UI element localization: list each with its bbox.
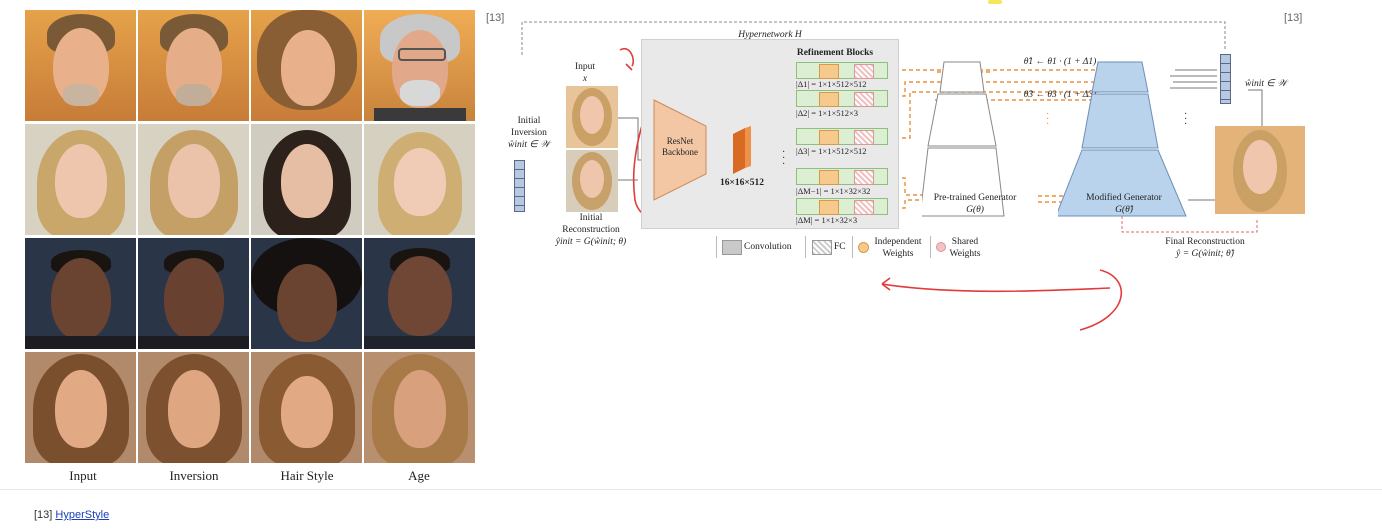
delta-2-label: |Δ2| = 1×1×512×3 [796,108,859,118]
face-r2-inversion [138,124,249,235]
legend-independent-swatch [858,242,869,253]
column-label-input: Input [69,468,97,483]
delta-3-label: |Δ3| = 1×1×512×512 [796,146,867,156]
backbone-label: ResNet Backbone [662,136,698,157]
legend-divider-4 [930,236,931,258]
delta-1-label: |Δ1| = 1×1×512×512 [796,79,867,89]
w-init-vector-left [514,160,525,212]
footer-ref: [13] [34,509,53,521]
modified-generator-label: Modified Generator G(θ̂) [1086,193,1162,215]
legend-shared-swatch [936,242,946,252]
feature-map-block [733,126,751,174]
vertical-ellipsis-blocks: ··· [782,147,786,170]
ref-left: [13] [486,12,505,24]
orange-ellipsis: ··· [1046,109,1050,130]
column-label-age: Age [408,468,430,483]
legend-divider-3 [852,236,853,258]
initial-reconstruction-image [566,150,618,212]
legend-independent: Independent Weights [874,237,922,259]
final-output-image [1215,126,1305,214]
hyperstyle-link[interactable]: HyperStyle [55,509,110,521]
face-r3-hair [251,238,362,349]
face-r1-inversion [138,10,249,121]
input-var: x [582,74,588,84]
column-label-hair-style: Hair Style [280,468,334,483]
w-init-right-label: ŵinit ∈ 𝒲 [1245,79,1287,89]
face-r1-input [25,10,136,121]
face-r2-hair [251,124,362,235]
legend-fc: FC [834,242,846,252]
legend-divider-2 [805,236,806,258]
refinement-block-1 [796,62,888,79]
face-r4-input [25,352,136,463]
refinement-block-3 [796,128,888,145]
face-r1-age [364,10,475,121]
modified-generator-shape [1058,61,1187,217]
initial-reconstruction-label: Initial Reconstruction ŷinit = G(ŵinit; … [555,213,627,247]
pretrained-generator-shape [922,61,1005,217]
input-label: Input [574,62,596,72]
hypernetwork-title: Hypernetwork H [738,30,802,40]
column-label-inversion: Inversion [169,468,219,483]
initial-inversion-label: Initial Inversion ŵinit ∈ 𝒲 [508,116,550,150]
legend-fc-swatch [812,240,832,255]
input-image [566,86,618,148]
refinement-title: Refinement Blocks [796,48,874,58]
face-r4-age [364,352,475,463]
resnet-backbone-shape [653,99,707,201]
footer-citation: [13] HyperStyle [34,509,109,521]
footer-separator [0,489,1382,490]
legend-shared: Shared Weights [949,237,981,259]
face-r4-inversion [138,352,249,463]
feature-size-label: 16×16×512 [719,178,765,188]
final-reconstruction-label: Final Reconstruction ŷ = G(ŵinit; θ̂) [1165,237,1245,259]
legend-divider-1 [716,236,717,258]
delta-m-1-label: |ΔM−1| = 1×1×32×32 [796,186,871,196]
refinement-block-m-1 [796,168,888,185]
pretrained-generator-label: Pre-trained Generator G(θ) [933,193,1017,215]
face-r3-inversion [138,238,249,349]
refinement-block-2 [796,90,888,107]
vertical-ellipsis-right: ··· [1184,109,1188,130]
face-r2-age [364,124,475,235]
face-grid [25,10,475,466]
ref-right: [13] [1284,12,1303,24]
face-r4-hair [251,352,362,463]
legend-convolution-swatch [722,240,742,255]
face-r2-input [25,124,136,235]
legend-convolution: Convolution [744,242,792,252]
delta-m-label: |ΔM| = 1×1×32×3 [796,215,858,225]
theta-3-update: θ̂3 ← θ3 · (1 + Δ3) [1023,90,1097,100]
face-r3-input [25,238,136,349]
refinement-block-m [796,198,888,215]
face-r3-age [364,238,475,349]
theta-1-update: θ̂1 ← θ1 · (1 + Δ1) [1023,57,1097,67]
face-r1-hair [251,10,362,121]
highlight-mark [988,0,1002,4]
w-init-vector-right [1220,54,1231,104]
